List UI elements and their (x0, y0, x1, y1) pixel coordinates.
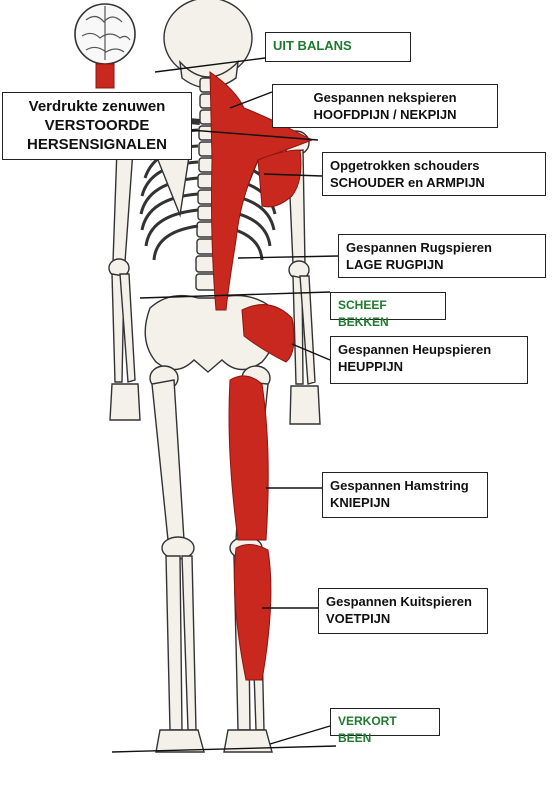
label-kuit: Gespannen Kuitspieren VOETPIJN (318, 588, 488, 634)
label-bekken: SCHEEF BEKKEN (330, 292, 446, 329)
skull (163, 0, 253, 79)
leader-rug (237, 255, 339, 259)
label-hamstring-line1: Gespannen Hamstring (330, 478, 469, 493)
label-brain-line1: Verdrukte zenuwen (28, 98, 166, 115)
leader-been (269, 725, 331, 745)
label-heup-line1: Gespannen Heupspieren (338, 342, 492, 357)
label-nek: Gespannen nekspieren HOOFDPIJN / NEKPIJN (272, 84, 498, 128)
label-nek-line1: Gespannen nekspieren (313, 90, 457, 105)
label-uit-balans-text: UIT BALANS (273, 38, 352, 53)
label-brain: Verdrukte zenuwen VERSTOORDE HERSENSIGNA… (2, 92, 192, 160)
label-nek-line2: HOOFDPIJN / NEKPIJN (313, 107, 457, 122)
jaw (179, 59, 239, 89)
balance-line-head (154, 57, 266, 73)
label-schouders: Opgetrokken schouders SCHOUDER en ARMPIJ… (322, 152, 546, 196)
label-heup-line2: HEUPPIJN (338, 359, 404, 374)
label-schouders-line2: SCHOUDER en ARMPIJN (330, 175, 485, 190)
balance-line-pelvis (139, 291, 331, 299)
balance-line-feet (111, 745, 337, 753)
label-hamstring-line2: KNIEPIJN (330, 495, 390, 510)
label-brain-line3: HERSENSIGNALEN (26, 136, 168, 153)
label-rug: Gespannen Rugspieren LAGE RUGPIJN (338, 234, 546, 278)
brain-icon (74, 3, 136, 89)
label-bekken-text: SCHEEF BEKKEN (338, 298, 389, 329)
label-kuit-line1: Gespannen Kuitspieren (326, 594, 472, 609)
leader-schouders (263, 173, 323, 177)
label-schouders-line1: Opgetrokken schouders (330, 158, 480, 173)
label-rug-line2: LAGE RUGPIJN (346, 257, 444, 272)
hip-muscle (241, 304, 295, 363)
calf-muscle (233, 544, 272, 681)
label-kuit-line2: VOETPIJN (326, 611, 391, 626)
trapezius-muscle (209, 71, 314, 311)
balance-line-shoulders (189, 129, 319, 141)
label-been-text: VERKORT BEEN (338, 714, 397, 745)
label-heup: Gespannen Heupspieren HEUPPIJN (330, 336, 528, 384)
shoulder-muscle (257, 149, 302, 208)
leader-heup (291, 343, 331, 361)
leader-nek (229, 91, 273, 109)
hamstring-muscle (228, 375, 269, 541)
label-uit-balans: UIT BALANS (265, 32, 411, 62)
label-hamstring: Gespannen Hamstring KNIEPIJN (322, 472, 488, 518)
label-been: VERKORT BEEN (330, 708, 440, 745)
label-rug-line1: Gespannen Rugspieren (346, 240, 492, 255)
label-brain-line2: VERSTOORDE (44, 117, 150, 134)
